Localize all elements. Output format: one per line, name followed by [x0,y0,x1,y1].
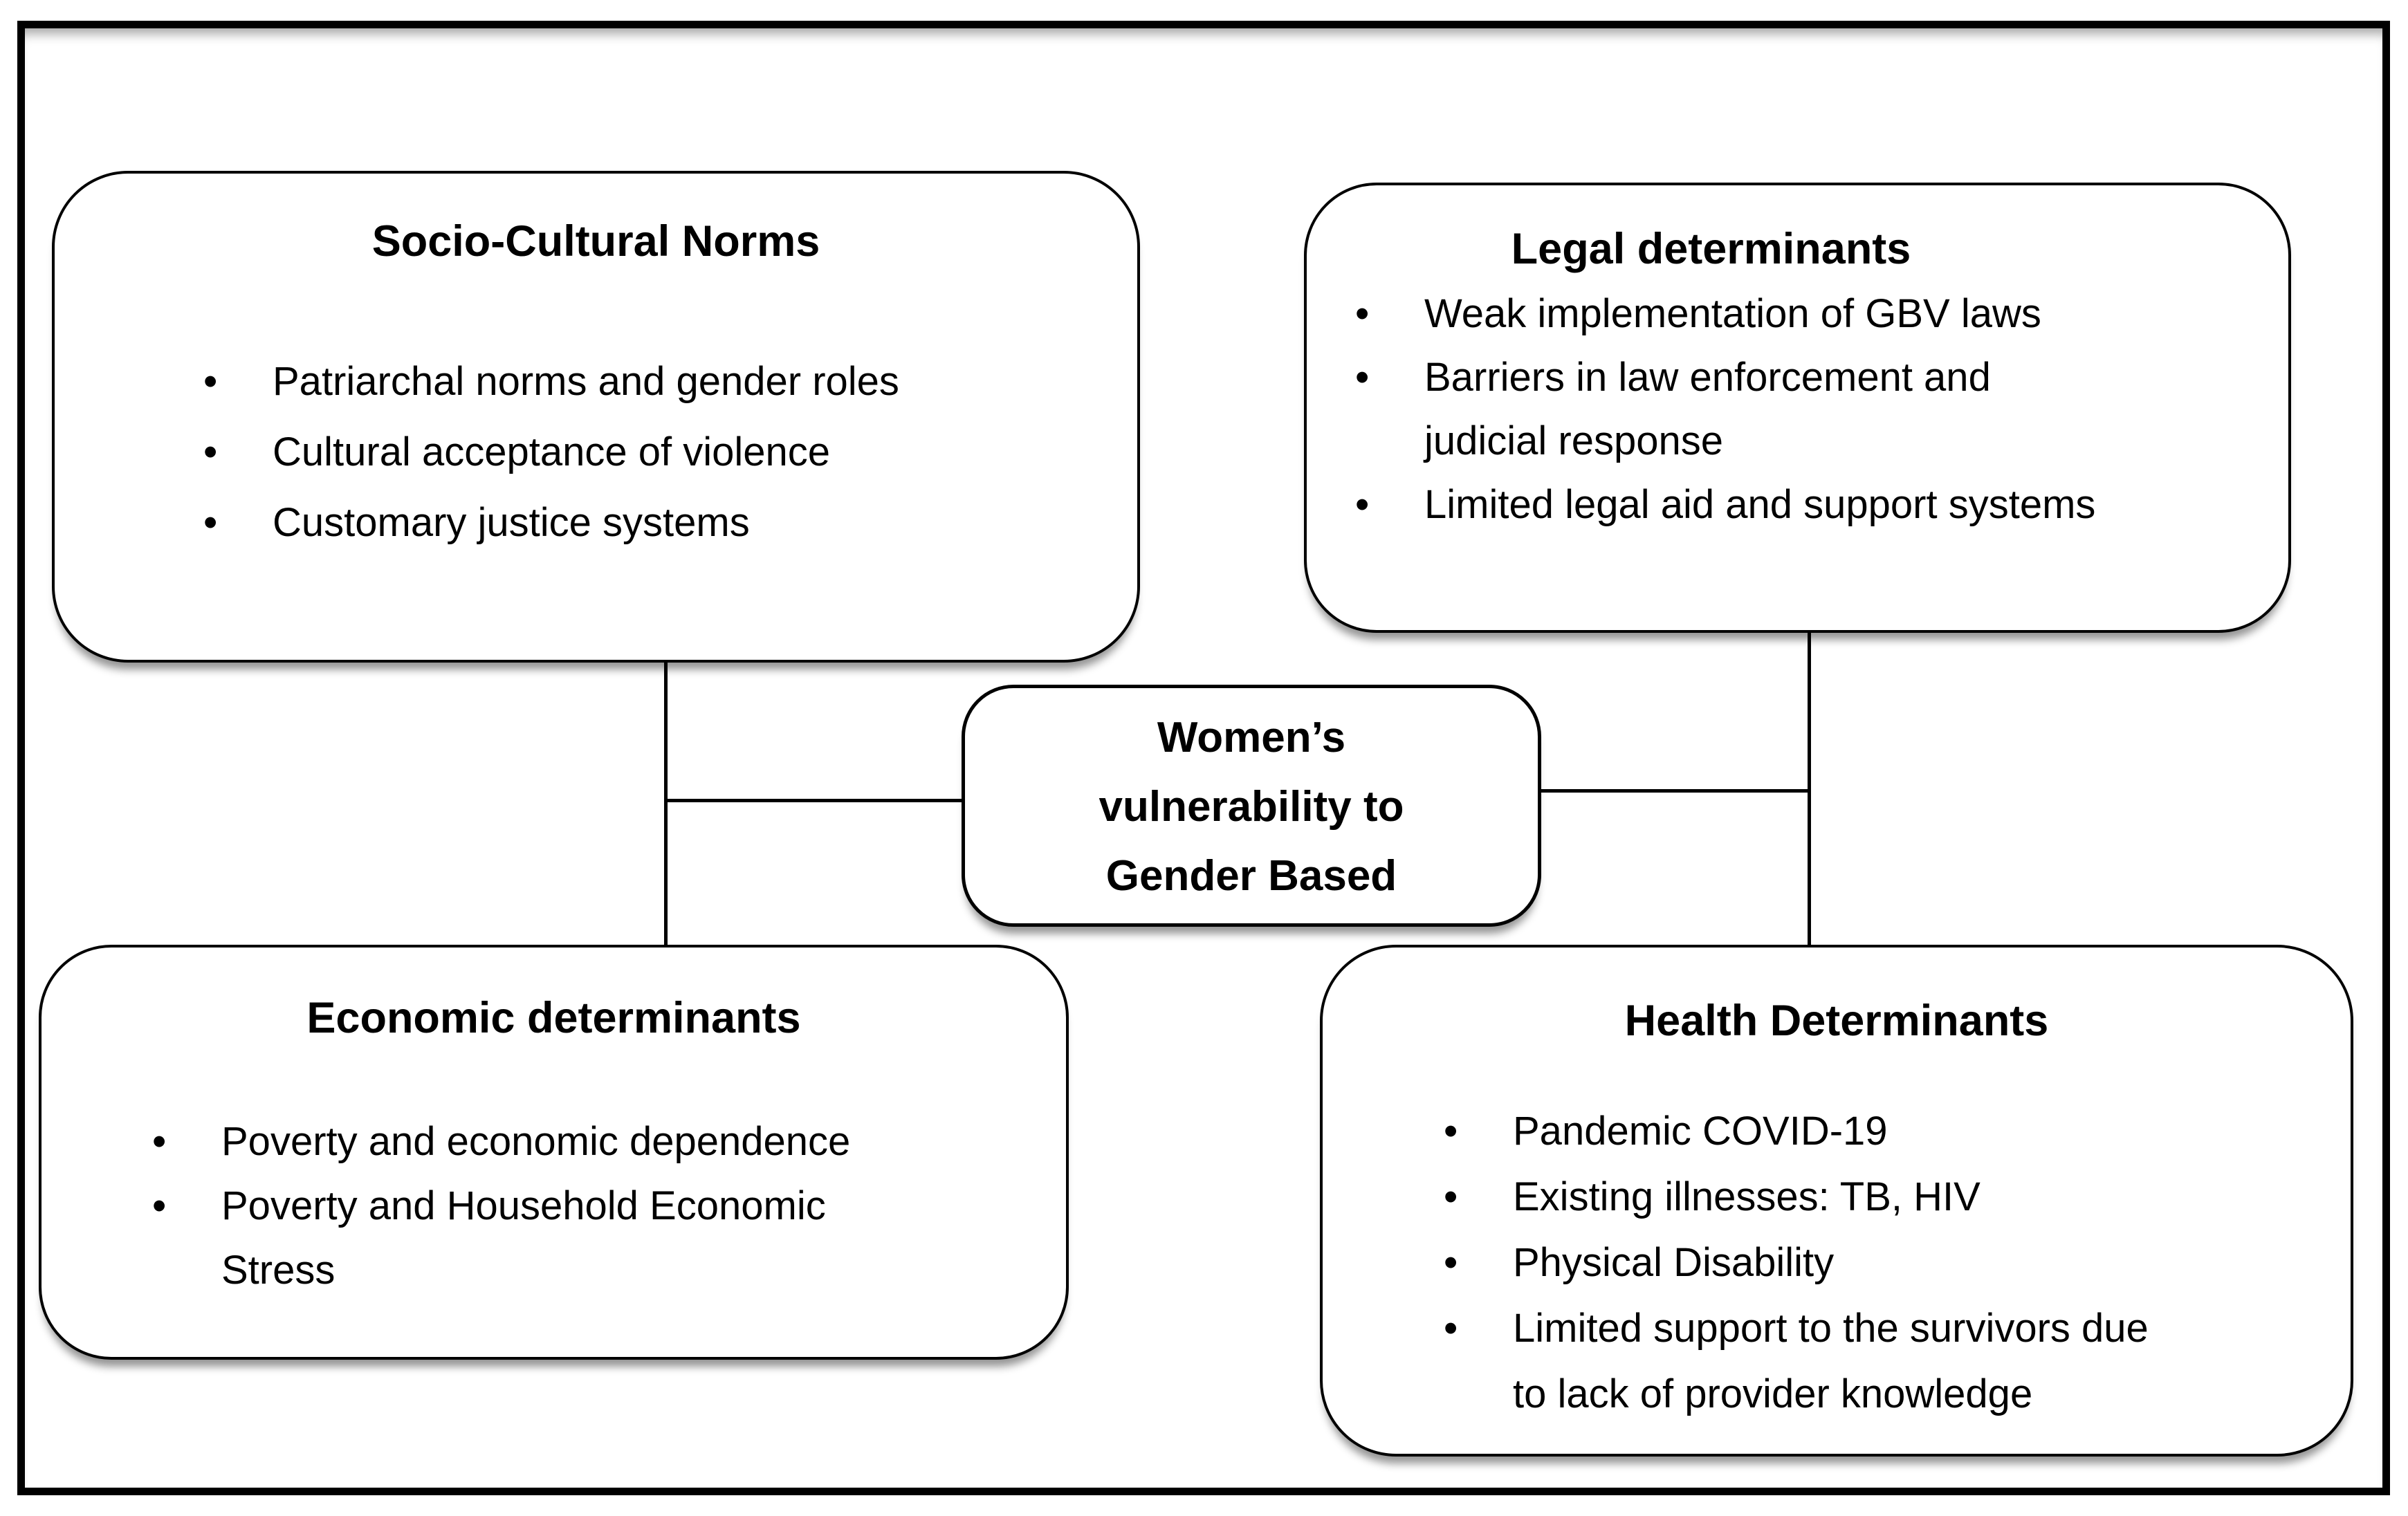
center-text-line: Women’s [1157,714,1346,761]
bullet-item: Existing illnesses: TB, HIV [1433,1164,2351,1230]
center-text-line: vulnerability to [1099,783,1404,831]
bullet-item: Poverty and Household Economic Stress [142,1174,872,1302]
box-womens-vulnerability: Women’s vulnerability to Gender Based [962,685,1541,927]
box-health-determinants: Health Determinants Pandemic COVID-19 Ex… [1320,945,2353,1457]
bullet-item: Cultural acceptance of violence [193,417,1137,488]
bullet-item: Barriers in law enforcement and judicial… [1345,346,2033,473]
connector-socio-to-economic [664,660,668,946]
bullet-list: Weak implementation of GBV laws Barriers… [1307,282,2288,537]
bullet-item: Limited support to the survivors due to … [1433,1295,2163,1427]
bullet-list: Pandemic COVID-19 Existing illnesses: TB… [1323,1098,2351,1427]
bullet-item: Pandemic COVID-19 [1433,1098,2351,1164]
bullet-item: Limited legal aid and support systems [1345,473,2288,537]
box-title: Economic determinants [306,994,801,1042]
box-economic-determinants: Economic determinants Poverty and econom… [39,945,1069,1360]
bullet-item: Patriarchal norms and gender roles [193,346,1137,417]
box-title: Legal determinants [1511,225,1911,273]
bullet-item: Weak implementation of GBV laws [1345,282,2288,346]
box-title: Socio-Cultural Norms [371,217,820,266]
box-socio-cultural-norms: Socio-Cultural Norms Patriarchal norms a… [52,171,1140,663]
box-title: Health Determinants [1624,997,2049,1045]
center-text-line: Gender Based [1105,852,1397,900]
outer-frame [17,21,2390,1495]
bullet-item: Physical Disability [1433,1230,2351,1295]
bullet-list: Patriarchal norms and gender roles Cultu… [55,346,1137,558]
box-legal-determinants: Legal determinants Weak implementation o… [1304,183,2291,633]
bullet-list: Poverty and economic dependence Poverty … [42,1109,1066,1302]
bullet-item: Poverty and economic dependence [142,1109,1066,1174]
connector-left-to-center [664,799,964,802]
bullet-item: Customary justice systems [193,488,1137,558]
connector-center-to-right [1541,789,1810,793]
connector-legal-to-health [1808,631,1811,946]
